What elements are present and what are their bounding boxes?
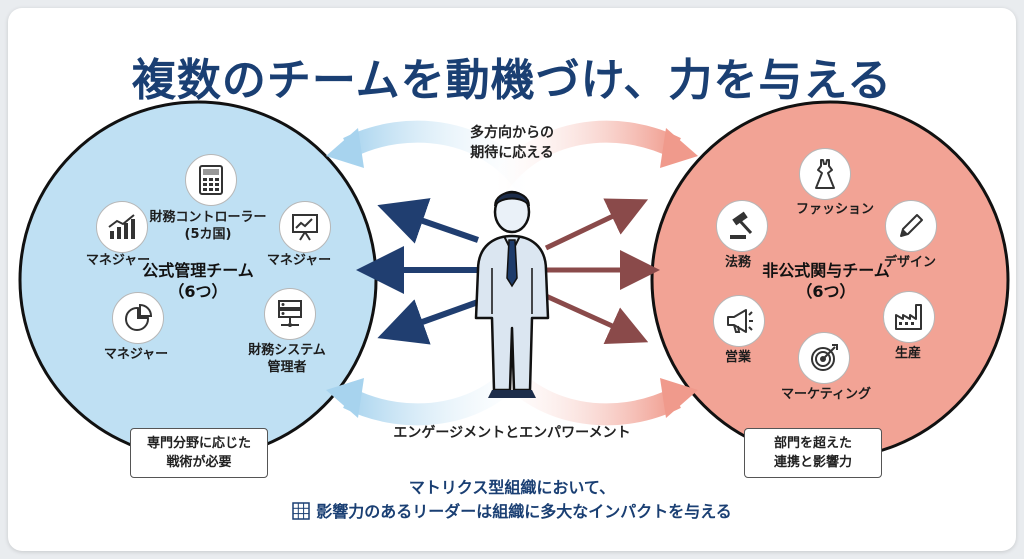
pie-chart-icon <box>112 292 164 344</box>
engagement-label: エンゲージメントとエンパワーメント <box>393 425 631 441</box>
red-arrow-1 <box>544 198 649 251</box>
left-team-name: 公式管理チーム （6つ） <box>142 261 254 301</box>
factory-icon <box>883 291 935 343</box>
calculator-icon <box>185 154 237 206</box>
multi-direction-label: 多方向からの 期待に応える <box>470 125 554 161</box>
red-arrow-3 <box>544 293 649 344</box>
curve-arrow-bottom-left-head <box>326 378 364 418</box>
target-icon <box>798 332 850 384</box>
left-team-note: 専門分野に応じた 戦術が必要 <box>130 428 268 478</box>
footer-line-2: 影響力のあるリーダーは組織に多大なインパクトを与える <box>8 498 1016 524</box>
infographic-card: 複数のチームを動機づけ、力を与える <box>8 8 1016 551</box>
production-label: 生産 <box>894 346 921 361</box>
page-title: 複数のチームを動機づけ、力を与える <box>131 55 893 106</box>
curve-arrow-top-left-head <box>326 128 364 168</box>
finance-system-admin-label: 財務システム 管理者 <box>248 343 326 375</box>
fashion-label-text: ファッション <box>795 202 874 217</box>
footer-line-1: マトリクス型組織において、 <box>408 478 616 497</box>
design-label: デザイン <box>883 255 936 270</box>
pencil-icon <box>885 200 937 252</box>
navy-arrow-3 <box>377 299 480 345</box>
dress-icon <box>799 148 851 200</box>
navy-arrow-1 <box>377 198 479 244</box>
megaphone-icon <box>713 295 765 347</box>
manager-label-right: マネジャー <box>266 253 332 268</box>
sales-label: 営業 <box>724 350 751 365</box>
matrix-grid-icon <box>292 501 310 524</box>
curve-arrow-top-right-head <box>660 128 698 168</box>
curve-arrow-bottom-right-head <box>660 378 698 418</box>
manager-label-top-left: マネジャー <box>85 253 151 268</box>
gavel-icon <box>716 200 768 252</box>
right-team-note: 部門を超えた 連携と影響力 <box>744 428 882 478</box>
leader-figure-icon <box>474 190 550 398</box>
curve-arrow-top-right <box>486 120 681 195</box>
marketing-label: マーケティング <box>781 387 871 402</box>
diagram-canvas <box>18 100 1010 460</box>
right-team-name: 非公式関与チーム （6つ） <box>762 261 890 301</box>
finance-controller-label: 財務コントローラー (5カ国) <box>149 210 267 242</box>
footer-line-2-text: 影響力のあるリーダーは組織に多大なインパクトを与える <box>316 502 732 521</box>
manager-label-bottom-left: マネジャー <box>103 347 169 362</box>
server-icon <box>264 288 316 340</box>
legal-label: 法務 <box>724 255 751 270</box>
presentation-board-icon <box>279 201 331 253</box>
bar-chart-icon <box>96 201 148 253</box>
